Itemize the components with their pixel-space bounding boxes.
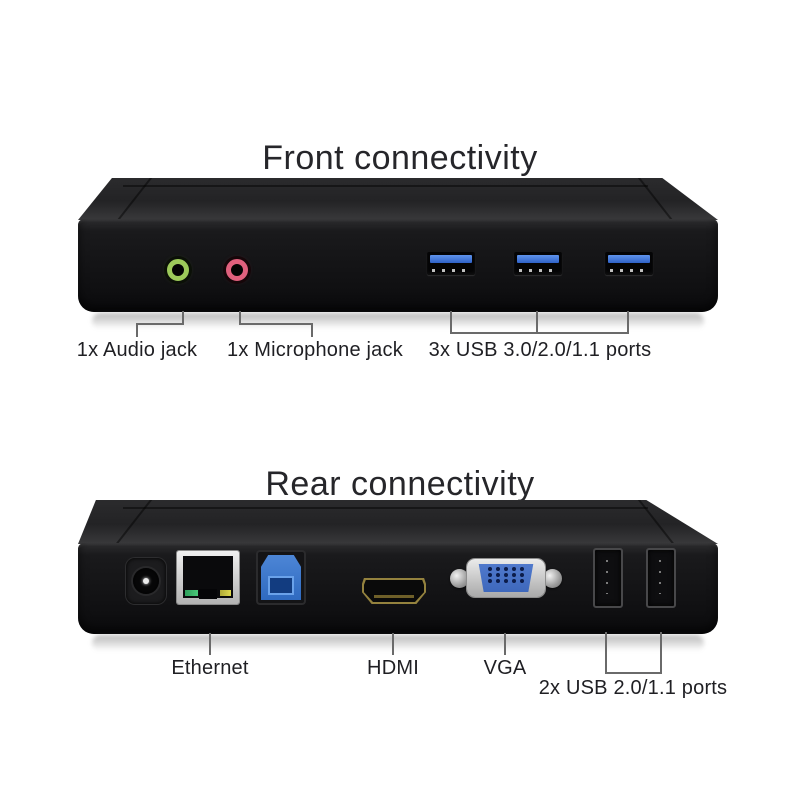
hdmi-contact-slot [374, 595, 414, 598]
left-corner-seam [113, 500, 153, 544]
usb3-contacts [610, 269, 648, 272]
usb2-port-1 [593, 548, 623, 608]
microphone-jack-port [226, 259, 248, 281]
usb2-ports-label: 2x USB 2.0/1.1 ports [538, 677, 728, 699]
vga-pin-row [479, 579, 534, 583]
usb3-blue-tab [608, 255, 650, 263]
vga-label: VGA [483, 657, 527, 679]
vga-bezel [467, 559, 545, 597]
callout-line-usb2 [605, 632, 607, 674]
callout-line-usb3 [450, 332, 629, 334]
vga-pin-row [479, 567, 534, 571]
dc-power-jack [126, 558, 166, 604]
callout-line-audio [136, 323, 138, 337]
front-reflection [92, 313, 704, 329]
usb2-port-2 [646, 548, 676, 608]
usb3-ports-label: 3x USB 3.0/2.0/1.1 ports [428, 339, 652, 361]
callout-line-usb3 [450, 311, 452, 334]
usb3-blue-tab [430, 255, 472, 263]
callout-line-mic [239, 311, 241, 325]
callout-line-mic [311, 323, 313, 337]
vga-screw-left [450, 569, 469, 588]
usb-b-host-port [258, 552, 304, 603]
right-corner-seam [637, 500, 677, 544]
rear-section-title: Rear connectivity [265, 464, 535, 503]
audio-jack-label: 1x Audio jack [76, 339, 198, 361]
dc-power-pin [143, 578, 149, 584]
microphone-jack-label: 1x Microphone jack [227, 339, 403, 361]
usb2-contacts [606, 560, 608, 594]
callout-line-usb3 [627, 311, 629, 334]
callout-line-usb3 [536, 311, 538, 334]
dock-rear-top-face [78, 500, 718, 544]
top-seam-line [122, 185, 648, 187]
usb3-port-2 [514, 252, 562, 275]
usb2-contacts [659, 560, 661, 594]
callout-line-usb2 [660, 632, 662, 674]
hdmi-opening [364, 580, 424, 602]
top-seam-line [122, 507, 648, 509]
usb3-contacts [432, 269, 470, 272]
vga-screw-right [543, 569, 562, 588]
usb3-contacts [519, 269, 557, 272]
audio-jack-port [167, 259, 189, 281]
callout-line-hdmi [392, 633, 394, 655]
vga-pin-row [479, 573, 534, 577]
usb3-port-1 [427, 252, 475, 275]
front-section-title: Front connectivity [262, 138, 538, 177]
callout-line-audio [182, 311, 184, 325]
callout-line-vga [504, 633, 506, 655]
ethernet-clip-slot [199, 589, 217, 599]
callout-line-usb2 [605, 672, 662, 674]
ethernet-label: Ethernet [171, 657, 249, 679]
hdmi-port [362, 578, 426, 604]
hdmi-label: HDMI [367, 657, 419, 679]
usb3-port-3 [605, 252, 653, 275]
dock-front-top-face [78, 178, 718, 220]
callout-line-ethernet [209, 633, 211, 655]
callout-line-mic [239, 323, 313, 325]
usb-b-tongue [268, 576, 294, 595]
vga-dsub-connector [478, 564, 534, 592]
vga-port [450, 558, 562, 598]
usb3-blue-tab [517, 255, 559, 263]
ethernet-port [177, 551, 239, 604]
callout-line-audio [136, 323, 184, 325]
rear-reflection [92, 635, 704, 651]
ethernet-green-led [185, 590, 198, 596]
ethernet-yellow-led [220, 590, 231, 596]
